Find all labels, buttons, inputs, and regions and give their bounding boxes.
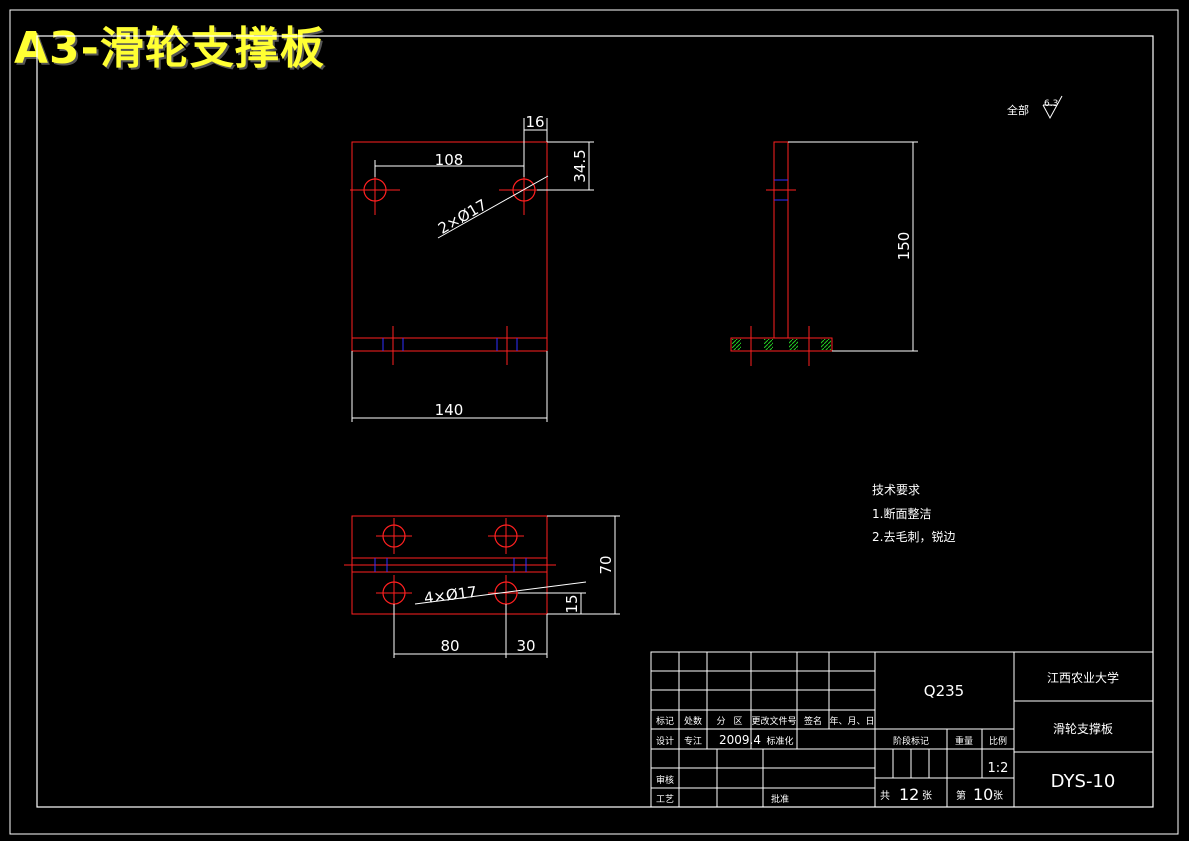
scale-label: 比例: [989, 735, 1007, 747]
review-label: 审核: [656, 774, 674, 786]
dim-edge-15: 15: [563, 594, 581, 613]
front-hole-centerlines: [350, 165, 549, 365]
roughness-symbol: 全部 6.3: [1007, 95, 1063, 120]
side-dimensions: [788, 141, 918, 352]
side-upright: [773, 141, 789, 339]
front-hidden-holes: [382, 338, 518, 351]
hdr-date: 年、月、日: [829, 715, 874, 727]
side-hidden-lines: [774, 179, 788, 201]
hdr-mark: 标记: [656, 715, 674, 727]
tech-requirements: 技术要求 1.断面整洁 2.去毛刺，锐边: [872, 483, 955, 544]
title-block-text: 标记 处数 分 区 更改文件号 签名 年、月、日 设计 专江 2009.4 标准…: [656, 670, 1119, 805]
side-hatch-left: [732, 339, 741, 350]
design-date: 2009.4: [719, 733, 761, 747]
standardize-label: 标准化: [766, 735, 793, 747]
outer-frame: [9, 9, 1179, 835]
material: Q235: [924, 682, 964, 700]
svg-text:6.3: 6.3: [1044, 99, 1058, 109]
total-prefix: 共: [880, 790, 890, 802]
dim-hole-spacing: 108: [435, 151, 464, 169]
side-hatch-mid-left: [764, 339, 773, 350]
sheet-prefix: 第: [956, 789, 966, 802]
front-plate-outline: [351, 141, 548, 352]
sheet-no: 10: [973, 785, 993, 804]
top-hidden-lines: [374, 558, 527, 572]
design-label: 设计: [656, 735, 674, 747]
weight-label: 重量: [955, 735, 973, 747]
tech-req-item-1: 1.断面整洁: [872, 506, 931, 521]
stage-label: 阶段标记: [893, 735, 929, 747]
svg-text:全部: 全部: [1007, 103, 1029, 117]
total-suffix: 张: [922, 790, 932, 802]
scale-value: 1:2: [988, 761, 1009, 776]
hdr-change-doc: 更改文件号: [751, 715, 796, 727]
sheet-suffix: 张: [993, 790, 1003, 802]
side-centerlines: [750, 189, 810, 366]
dim-vertical-34-5: 34.5: [571, 149, 589, 182]
designer-name: 专江: [684, 735, 702, 747]
dim-height-150: 150: [895, 232, 913, 261]
tech-req-item-2: 2.去毛刺，锐边: [872, 530, 955, 544]
school-name: 江西农业大学: [1047, 670, 1119, 685]
front-hole-callout: 2×Ø17: [435, 196, 490, 238]
dim-offset-30: 30: [516, 637, 535, 655]
drawing-number: DYS-10: [1051, 771, 1116, 792]
hdr-fen: 分: [716, 716, 725, 727]
side-hatch-mid-right: [789, 339, 798, 350]
drawing-banner-title: A3-滑轮支撑板: [14, 23, 325, 74]
tech-req-title: 技术要求: [872, 483, 920, 497]
part-name: 滑轮支撑板: [1053, 721, 1113, 736]
side-view: 150: [730, 141, 918, 366]
dim-width-140: 140: [435, 401, 464, 419]
dim-spacing-80: 80: [440, 637, 459, 655]
top-dimensions: [393, 515, 620, 658]
front-dimensions: [351, 118, 594, 422]
top-view: 70 15 4×Ø17 80 30: [344, 515, 620, 658]
total-sheets: 12: [899, 785, 919, 804]
side-base: [730, 337, 833, 352]
dim-edge-16: 16: [525, 113, 544, 131]
hdr-signature: 签名: [804, 715, 822, 727]
title-block: [650, 651, 1154, 808]
process-label: 工艺: [656, 794, 674, 805]
dim-height-70: 70: [597, 555, 615, 574]
front-view: 108 16 34.5 2×Ø17 140: [350, 113, 594, 422]
hdr-count: 处数: [684, 715, 702, 727]
side-hatch-right: [821, 339, 831, 350]
approve-label: 批准: [771, 793, 789, 805]
top-hole-callout: 4×Ø17: [423, 583, 478, 607]
hdr-qu: 区: [733, 716, 742, 727]
inner-frame: [36, 35, 1154, 808]
